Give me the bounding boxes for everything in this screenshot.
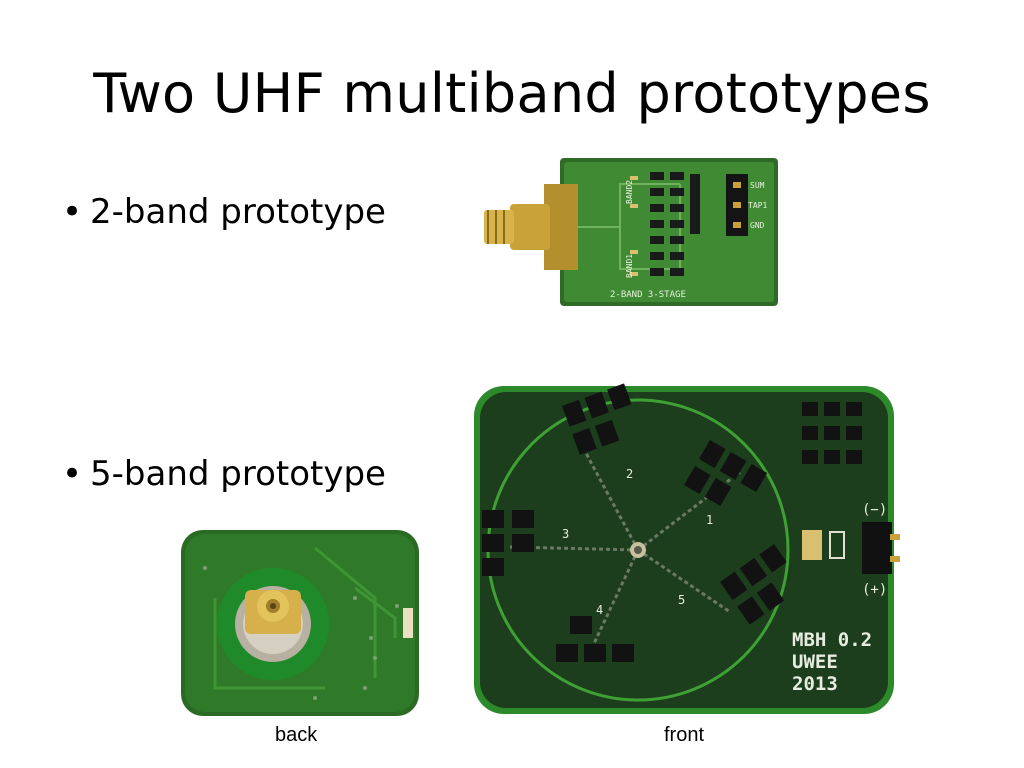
bullet-2-band: •2-band prototype	[62, 192, 386, 232]
five-band-front-photo: (−) (+) 1 2 3 4 5 MBH 0.2 UWEE 2013	[474, 383, 900, 714]
marking-line-3: 2013	[792, 673, 838, 695]
slide-title: Two UHF multiband prototypes	[93, 62, 931, 125]
marking-line-2: UWEE	[792, 651, 838, 673]
band-number-1: 1	[706, 513, 713, 527]
plus-label: (+)	[862, 582, 887, 598]
bullet-5-band: •5-band prototype	[62, 454, 386, 494]
label-band2: BAND2	[625, 180, 634, 204]
pin-label-sum: SUM	[750, 181, 765, 190]
band-number-3: 3	[562, 527, 569, 541]
pin-label-tap1: TAP1	[748, 201, 767, 210]
band-number-5: 5	[678, 593, 685, 607]
bullet-marker: •	[62, 454, 83, 494]
caption-front: front	[664, 724, 705, 746]
bullet-marker: •	[62, 192, 83, 232]
band-number-4: 4	[596, 603, 603, 617]
caption-back: back	[275, 724, 318, 746]
marking-line-1: MBH 0.2	[792, 629, 872, 651]
pin-label-gnd: GND	[750, 221, 765, 230]
bullet-text: 2-band prototype	[90, 192, 386, 232]
silkscreen-title: 2-BAND 3-STAGE	[610, 290, 686, 300]
five-band-back-photo	[181, 530, 419, 716]
two-band-board-photo: SUM TAP1 GND BAND2 BAND1 2-BAND 3-STAGE	[484, 158, 778, 306]
label-band1: BAND1	[625, 254, 634, 278]
power-header	[862, 522, 892, 574]
minus-label: (−)	[862, 502, 887, 518]
band-number-2: 2	[626, 467, 633, 481]
sma-connector	[510, 204, 550, 250]
bullet-text: 5-band prototype	[90, 454, 386, 494]
